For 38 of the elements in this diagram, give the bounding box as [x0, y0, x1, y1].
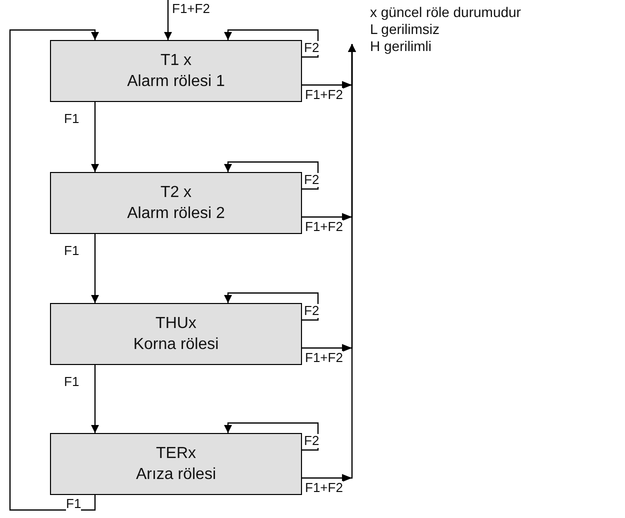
edge-label: F1+F2: [305, 481, 343, 495]
legend-note: H gerilimli: [370, 38, 432, 54]
relay-label: T1 x: [160, 51, 192, 71]
arrow: [224, 161, 319, 190]
edge-label: F1+F2: [305, 220, 343, 234]
edge-label: F1: [66, 497, 82, 511]
relay-label: Alarm rölesi 2: [127, 204, 225, 224]
relay-label: Arıza rölesi: [136, 465, 216, 485]
relay-label: THUx: [156, 314, 196, 334]
legend-note: L gerilimsiz: [370, 21, 440, 37]
arrow: [91, 365, 99, 433]
relay-box: [50, 303, 302, 365]
edge-label: F2: [304, 304, 320, 318]
edge-label: F2: [304, 173, 320, 187]
edge-label: F1: [64, 244, 80, 258]
arrow: [91, 234, 99, 303]
arrow: [9, 29, 99, 511]
edge-label: F1: [64, 112, 80, 126]
arrow: [91, 102, 99, 172]
edge-label: F2: [304, 41, 320, 55]
edge-label: F2: [304, 434, 320, 448]
edge-label: F1: [64, 375, 80, 389]
relay-label: T2 x: [160, 183, 192, 203]
edge-label: F1+F2: [172, 2, 210, 16]
arrow: [164, 0, 172, 40]
arrow: [224, 292, 319, 321]
arrow: [224, 29, 319, 58]
relay-label: Alarm rölesi 1: [127, 72, 225, 92]
relay-label: TERx: [156, 444, 196, 464]
arrow: [302, 44, 356, 482]
relay-box: [50, 40, 302, 102]
edge-label: F1+F2: [305, 88, 343, 102]
legend-note: x güncel röle durumudur: [370, 4, 521, 20]
edge-label: F1+F2: [305, 351, 343, 365]
arrow: [224, 422, 319, 451]
relay-box: [50, 433, 302, 495]
relay-box: [50, 172, 302, 234]
relay-label: Korna rölesi: [133, 335, 219, 355]
